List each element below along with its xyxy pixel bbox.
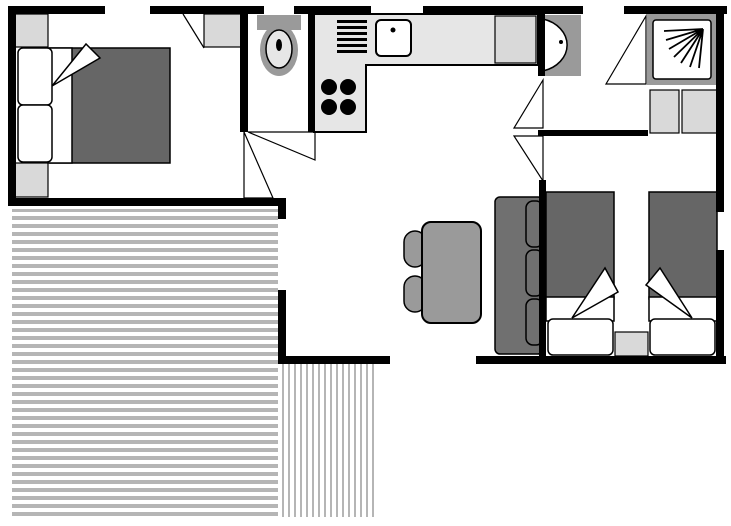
single-bed-icon xyxy=(644,191,718,356)
toilet-icon xyxy=(257,15,301,76)
stove-icon xyxy=(321,79,356,115)
walls xyxy=(8,6,727,364)
nightstand xyxy=(614,331,649,357)
sofa-icon xyxy=(494,196,544,355)
washbasin-icon xyxy=(542,15,581,76)
decking-horizontal xyxy=(12,209,278,517)
nightstand-bottom xyxy=(14,162,49,198)
double-bed-icon xyxy=(17,42,171,164)
master-bedroom xyxy=(14,13,242,198)
door-swing-icon xyxy=(512,77,544,129)
door-swing-icon xyxy=(243,131,316,199)
toilet-room xyxy=(243,15,316,199)
shower-icon xyxy=(647,14,717,85)
twin-bedroom xyxy=(545,191,718,357)
wardrobe xyxy=(182,13,242,49)
living-area xyxy=(403,135,544,355)
nightstand-top xyxy=(14,13,49,48)
cabinet xyxy=(494,15,537,64)
decking-vertical xyxy=(281,364,374,517)
door-swing-icon xyxy=(512,135,544,184)
extractor-vent xyxy=(337,20,367,53)
shower-door xyxy=(604,13,647,85)
cupboard-left xyxy=(649,89,680,134)
dining-table-icon xyxy=(403,221,482,324)
shower-room xyxy=(512,13,718,134)
cupboard-right xyxy=(681,89,718,134)
single-bed-icon xyxy=(545,191,620,356)
terrace xyxy=(12,209,374,517)
kitchen xyxy=(313,13,539,133)
sink-icon xyxy=(375,19,412,57)
